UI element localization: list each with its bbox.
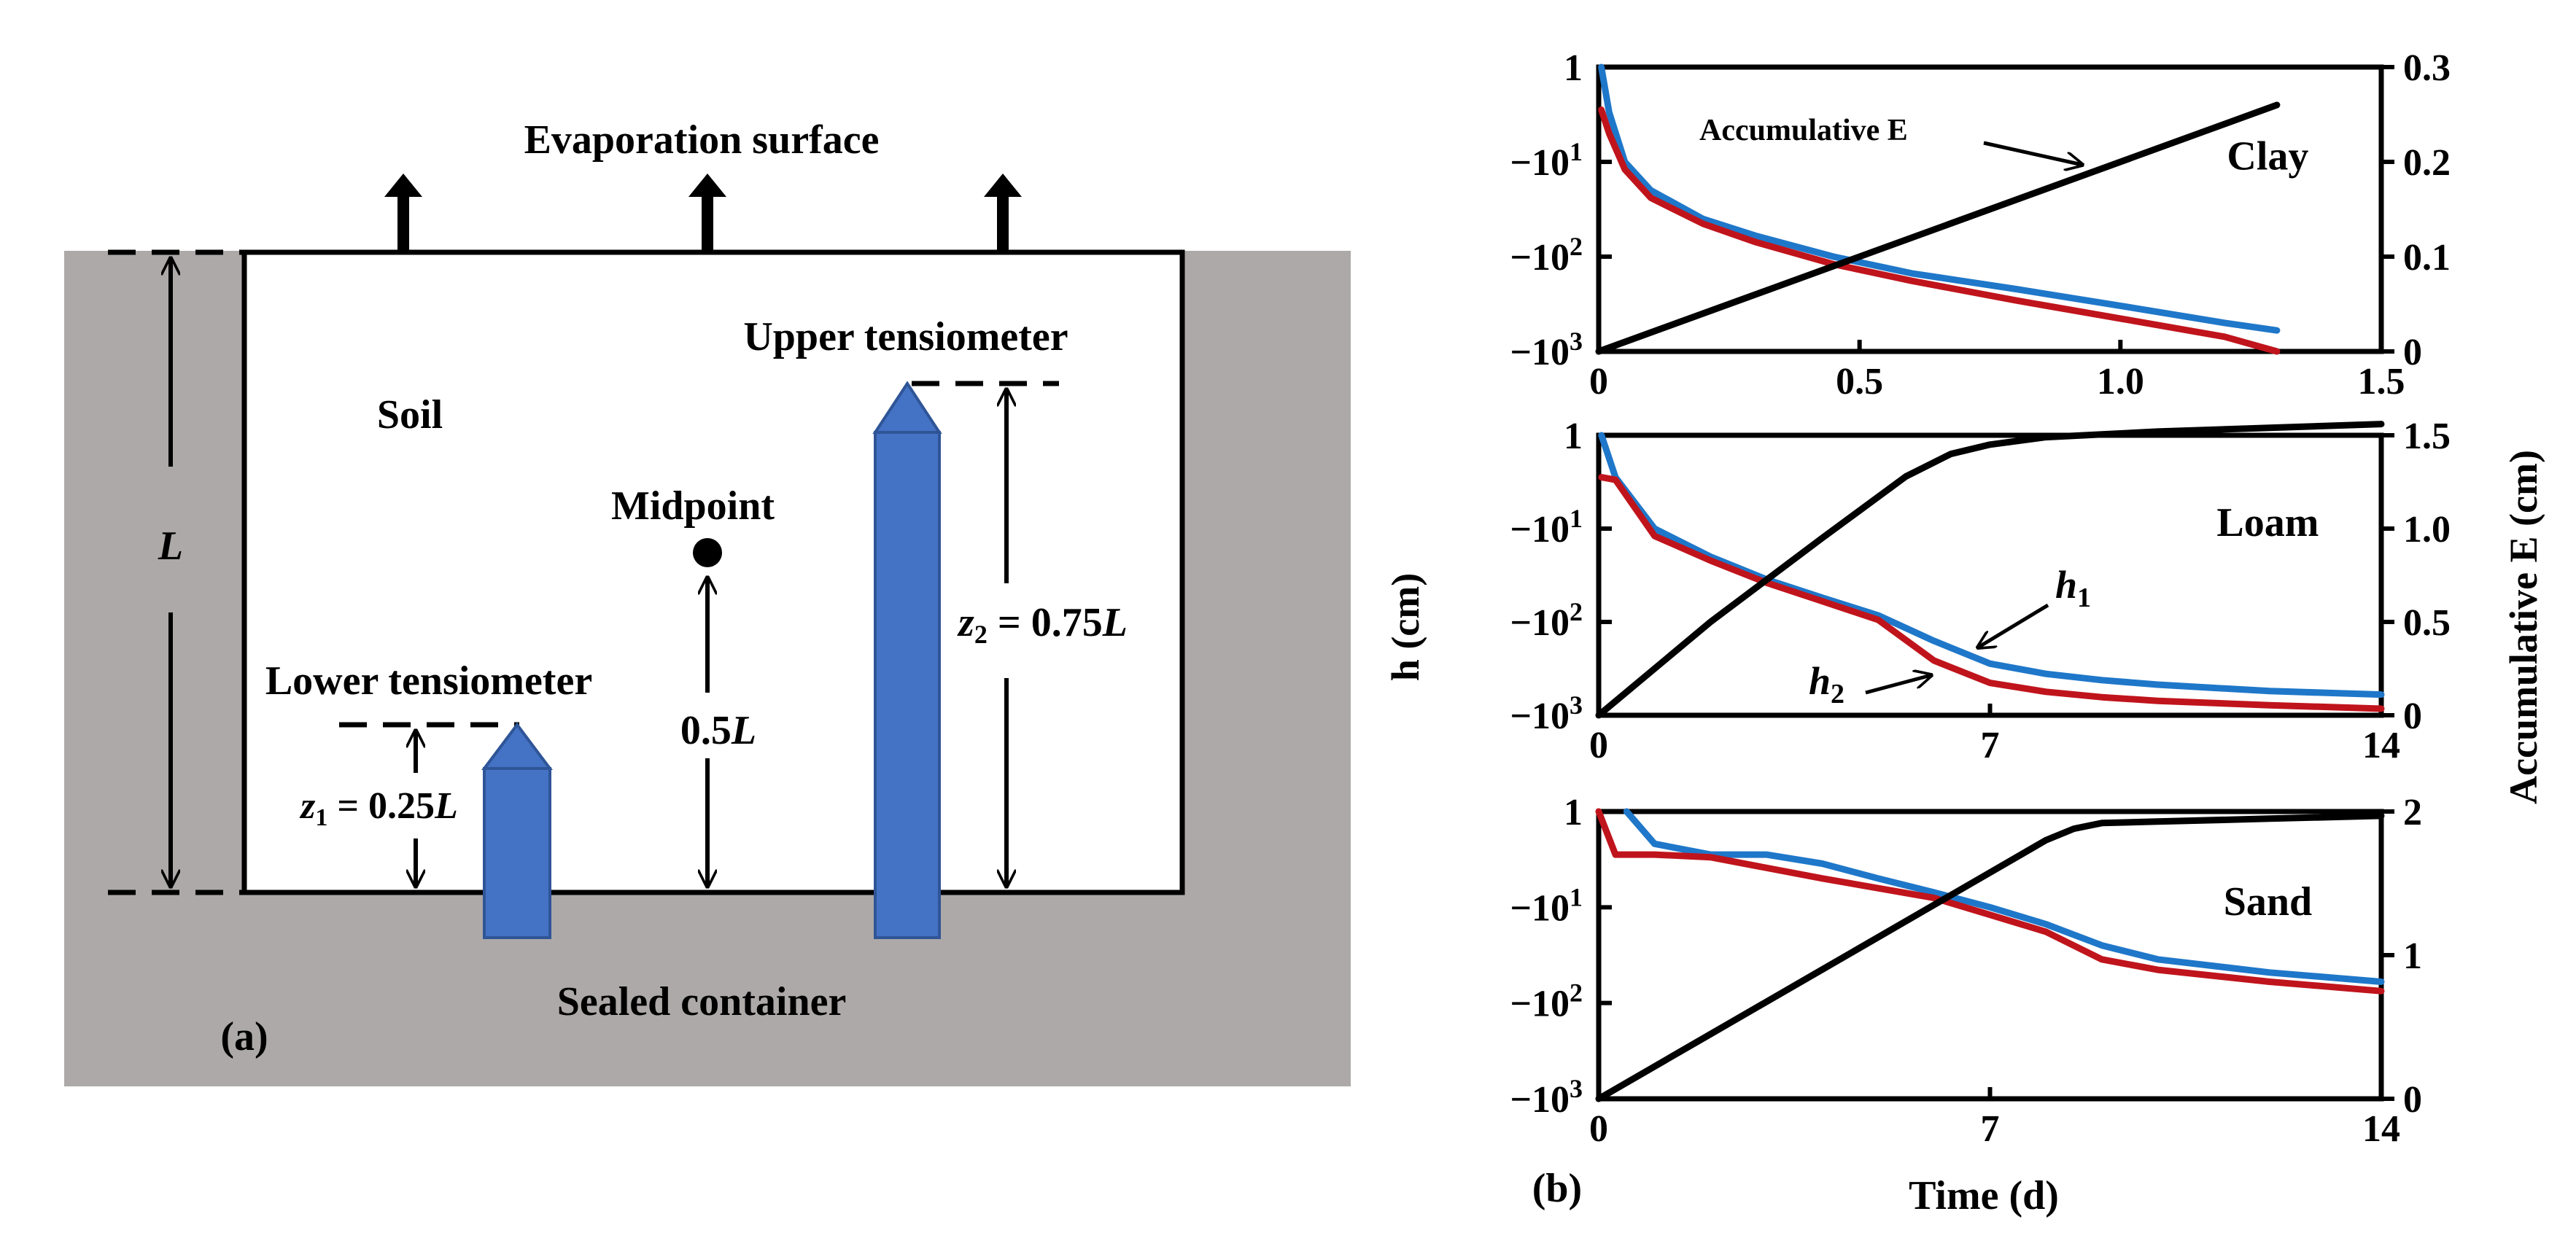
- x-tick-label: 7: [1981, 1108, 2000, 1150]
- upper-tensiometer: [872, 381, 942, 939]
- series-line-h2: [1595, 808, 2385, 995]
- y-right-tick-label: 0.2: [2403, 142, 2451, 184]
- series-line-h1: [1598, 63, 2281, 334]
- y-right-tick-label: 0.5: [2403, 602, 2451, 644]
- x-tick-label: 1.5: [2358, 361, 2405, 402]
- series-line-accumulative-e: [1595, 421, 2385, 719]
- y-right-tick-label: 0: [2403, 696, 2422, 737]
- subplot-title: Clay: [2227, 133, 2308, 179]
- annotation-arrow: [1978, 603, 2049, 647]
- soil-label: Soil: [377, 392, 443, 437]
- x-tick-label: 14: [2362, 725, 2400, 766]
- xlabel: Time (d): [1909, 1173, 2059, 1218]
- y-right-tick-label: 1: [2403, 935, 2422, 977]
- x-tick-label: 0: [1589, 361, 1608, 402]
- panel-a-label: (a): [220, 1014, 268, 1059]
- panel-b: h (cm) Accumulative E (cm) Time (d) (b) …: [1384, 47, 2545, 1218]
- evaporation-arrow-icon: [984, 174, 1022, 251]
- series-line-accumulative-e: [1595, 101, 2281, 355]
- midpoint-height-label: 0.5L: [680, 708, 756, 753]
- y-left-tick-label: 1: [1564, 47, 1583, 89]
- upper-tensiometer-label: Upper tensiometer: [743, 314, 1068, 359]
- subplot-sand: 0 1 2 0 7 14 Sand: [1589, 792, 2422, 1150]
- subplot-clay: 0 0.1 0.2 0.3 0 0.5 1.0 1.5 Clay: [1589, 47, 2451, 402]
- series-line-h2: [1598, 474, 2385, 712]
- z2-label: z2 = 0.75L: [957, 600, 1128, 649]
- y-left-tick-label: −102: [1510, 232, 1583, 279]
- x-tick-label: 0: [1589, 725, 1608, 766]
- evaporation-surface-label: Evaporation surface: [524, 117, 880, 163]
- y-right-tick-label: 1.0: [2403, 509, 2451, 550]
- annotation-accumulative-e: Accumulative E: [1699, 114, 1908, 147]
- annotation-h2: h2: [1809, 659, 1844, 709]
- x-tick-label: 0: [1589, 1108, 1608, 1150]
- sealed-container-label: Sealed container: [557, 979, 847, 1024]
- series-line-h1: [1598, 432, 2385, 698]
- panel-b-label: (b): [1532, 1166, 1582, 1211]
- ylabel-right: Accumulative E (cm): [2502, 450, 2545, 804]
- x-tick-label: 14: [2362, 1108, 2400, 1150]
- y-left-tick-label: −103: [1510, 1074, 1583, 1121]
- x-tick-label: 0.5: [1836, 361, 1883, 402]
- y-left-tick-label: −101: [1510, 504, 1583, 550]
- y-left-tick-label: −101: [1510, 137, 1583, 184]
- y-left-tick-label: −103: [1510, 690, 1583, 737]
- y-left-tick-label: −102: [1510, 597, 1583, 644]
- soil-column: [241, 249, 1185, 895]
- y-left-tick-label: 1: [1564, 792, 1583, 833]
- y-left-tick-label: 1: [1564, 416, 1583, 457]
- depth-label: L: [158, 524, 183, 569]
- y-right-tick-label: 0.3: [2403, 47, 2451, 89]
- x-tick-label: 1.0: [2097, 361, 2144, 402]
- subplot-title: Loam: [2216, 500, 2319, 545]
- lower-tensiometer-label: Lower tensiometer: [265, 658, 592, 704]
- series-line-h2: [1598, 106, 2281, 355]
- x-tick-label: 7: [1981, 725, 2000, 766]
- y-right-tick-label: 0.1: [2403, 237, 2451, 279]
- y-right-tick-label: 0: [2403, 1079, 2422, 1121]
- evaporation-arrow-icon: [688, 174, 726, 251]
- series-line-accumulative-e: [1595, 812, 2385, 1102]
- evaporation-arrow-icon: [384, 174, 422, 251]
- annotation-h1: h1: [2055, 563, 2091, 613]
- plot-frame: [1596, 64, 2384, 354]
- y-left-tick-label: −101: [1510, 882, 1583, 929]
- ylabel-left: h (cm): [1384, 573, 1427, 681]
- lower-tensiometer: [481, 722, 553, 939]
- subplot-title: Sand: [2224, 879, 2312, 925]
- midpoint-label: Midpoint: [611, 483, 775, 529]
- y-left-tick-label: −103: [1510, 327, 1583, 373]
- midpoint-marker: [693, 538, 722, 567]
- panel-a: Evaporation surface L Soil Midpoint 0.5L…: [64, 117, 1351, 1086]
- annotation-arrow: [1983, 141, 2082, 165]
- y-left-tick-label: −102: [1510, 978, 1583, 1025]
- z1-label: z1 = 0.25L: [299, 785, 458, 831]
- y-right-tick-label: 1.5: [2403, 416, 2451, 457]
- annotation-arrow: [1865, 675, 1931, 695]
- y-right-tick-label: 2: [2403, 792, 2422, 833]
- subplot-loam: 0 0.5 1.0 1.5 0 7 14 Loam: [1589, 416, 2451, 766]
- y-right-tick-label: 0: [2403, 332, 2422, 373]
- plot-frame: [1596, 432, 2384, 718]
